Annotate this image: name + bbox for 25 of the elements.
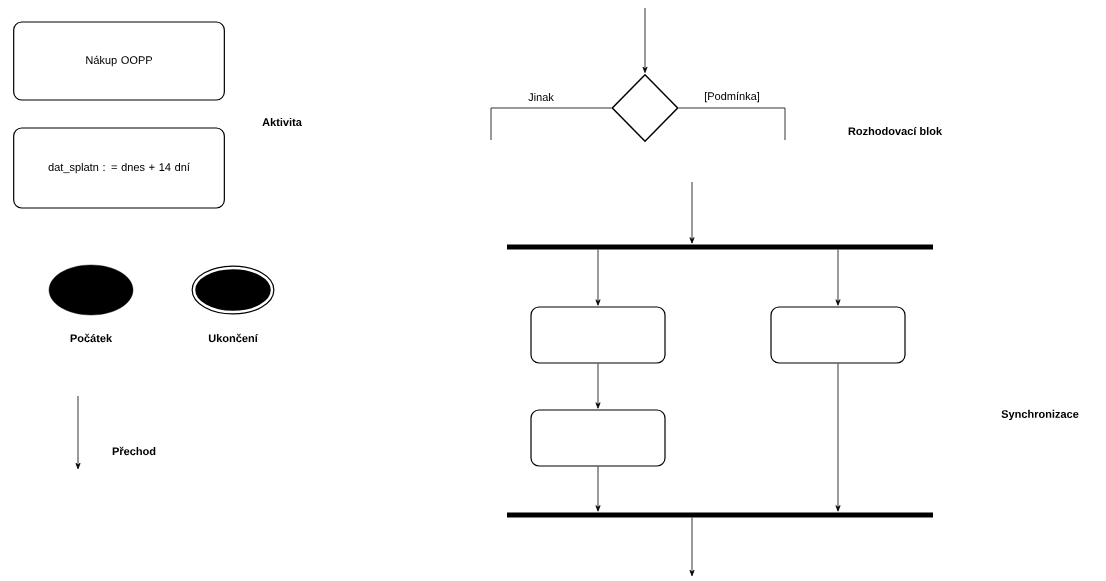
- arrow: [835, 249, 841, 306]
- branch-line: [490, 107, 612, 141]
- arrow: [595, 363, 601, 409]
- start-node: [48, 264, 134, 316]
- node-caption: Ukončení: [208, 333, 259, 343]
- activity-box: [530, 306, 666, 364]
- activity-box: dat_splatn : = dnes + 14 dní: [13, 127, 225, 209]
- side-label: Synchronizace: [1001, 409, 1079, 421]
- edge-label: [Podmínka]: [703, 90, 761, 104]
- node-caption: Počátek: [70, 333, 113, 343]
- side-label: Aktivita: [262, 117, 302, 127]
- arrow: [689, 517, 695, 577]
- activity-box: [770, 306, 906, 364]
- activity-box: Nákup OOPP: [13, 21, 225, 101]
- arrow: [642, 7, 648, 73]
- activity-box: [530, 409, 666, 467]
- branch-line: [678, 107, 786, 141]
- end-node: [191, 265, 275, 315]
- side-label: Přechod: [112, 446, 156, 456]
- edge-label: Jinak: [527, 91, 555, 103]
- arrow: [595, 466, 601, 512]
- side-label: Rozhodovací blok: [848, 126, 943, 136]
- arrow: [835, 363, 841, 512]
- arrow: [595, 249, 601, 306]
- arrow: [689, 181, 695, 244]
